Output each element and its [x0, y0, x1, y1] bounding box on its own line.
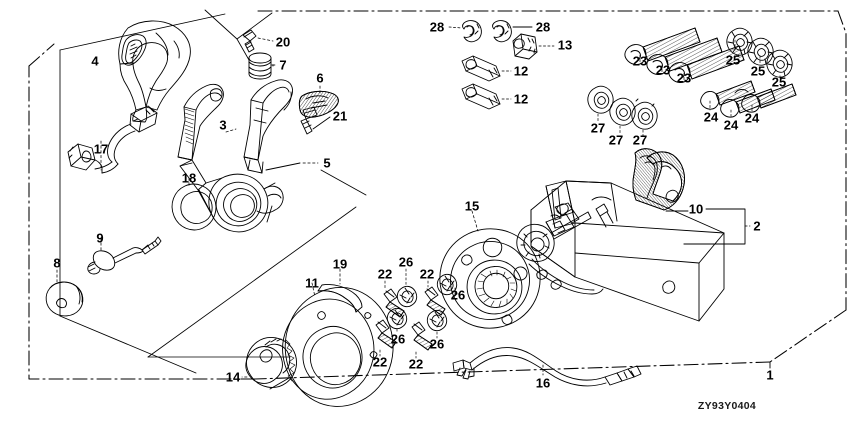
nut-26-b — [436, 273, 461, 296]
bolt-22-a — [383, 280, 405, 318]
part-8-cap-plug — [45, 269, 84, 317]
part-11-clutch-drum — [282, 282, 394, 407]
callout-15: 15 — [464, 198, 480, 214]
part-2-control-box-assembly — [516, 148, 751, 322]
callout-26-a: 26 — [398, 254, 414, 270]
callout-4: 4 — [91, 53, 99, 69]
bolt-22-c — [375, 319, 397, 357]
callout-25-b: 25 — [750, 63, 766, 79]
callout-21: 21 — [332, 108, 348, 124]
callout-22-d: 22 — [408, 356, 424, 372]
callout-3: 3 — [219, 117, 227, 133]
callout-11: 11 — [305, 275, 319, 291]
callout-20: 20 — [275, 34, 291, 50]
bolt-22-d — [411, 321, 433, 359]
callout-2: 2 — [753, 218, 761, 234]
callout-1: 1 — [766, 367, 774, 383]
part-25-flange-nuts — [726, 27, 793, 79]
part-6-friction-pad — [298, 85, 339, 118]
callout-7: 7 — [279, 57, 287, 73]
callout-8: 8 — [53, 255, 61, 271]
part-24-tapping-screws — [700, 80, 797, 119]
part-9-pivot-bolt — [87, 236, 162, 275]
callout-24-c: 24 — [744, 110, 760, 126]
fastener-cluster-22-26 — [375, 268, 461, 359]
callout-22-a: 22 — [377, 266, 393, 282]
callout-5: 5 — [323, 155, 331, 171]
callout-18: 18 — [181, 170, 197, 186]
nut-26-c — [386, 307, 408, 334]
part-20-screw — [242, 29, 274, 53]
part-21-screw — [300, 106, 331, 135]
callout-28-b: 28 — [535, 19, 551, 35]
nut-26-d — [426, 309, 448, 339]
callout-22-c: 22 — [372, 354, 388, 370]
callout-24-a: 24 — [703, 109, 719, 125]
callout-27-a: 27 — [590, 120, 606, 136]
callout-26-b: 26 — [450, 287, 466, 303]
callout-27-c: 27 — [632, 132, 648, 148]
callout-23-b: 23 — [655, 62, 671, 78]
part-13-grommet — [512, 33, 555, 60]
callout-27-b: 27 — [608, 132, 624, 148]
callout-10: 10 — [688, 201, 704, 217]
part-28-clips — [448, 20, 533, 43]
callout-28-a: 28 — [429, 19, 445, 35]
callout-12-b: 12 — [513, 91, 529, 107]
part-15-mount-plate — [439, 210, 541, 329]
callout-22-b: 22 — [419, 266, 435, 282]
group-boundary-outline — [28, 10, 847, 380]
part-5-throttle-arm — [243, 79, 319, 174]
callout-23-c: 23 — [676, 70, 692, 86]
callout-9: 9 — [96, 230, 104, 246]
callout-16: 16 — [535, 375, 551, 391]
part-12-cable-fittings — [461, 55, 512, 110]
callout-26-c: 26 — [390, 331, 406, 347]
part-10-shift-bracket — [632, 148, 685, 211]
part-3-throttle-lever — [177, 83, 284, 233]
part-14-knurled-retainer — [241, 337, 297, 390]
part-18-seal-ring — [171, 177, 217, 231]
callout-25-c: 25 — [771, 74, 787, 90]
callout-24-b: 24 — [723, 117, 739, 133]
callout-26-d: 26 — [429, 336, 445, 352]
part-23-screws — [624, 27, 745, 83]
inner-partition-lines — [59, 9, 367, 374]
callout-17: 17 — [93, 141, 109, 157]
part-16-battery-cable — [452, 347, 642, 387]
part-7-spring — [248, 52, 276, 80]
part-4-handle-grip — [118, 20, 191, 123]
part-17-switch-harness — [67, 105, 158, 174]
callout-23-a: 23 — [632, 53, 648, 69]
callout-12-a: 12 — [513, 63, 529, 79]
callout-14: 14 — [225, 369, 241, 385]
callout-6: 6 — [316, 70, 324, 86]
diagram-reference-code: ZY93Y0404 — [697, 400, 757, 412]
callout-19: 19 — [332, 256, 348, 272]
nut-26-a — [396, 268, 418, 308]
callout-13: 13 — [557, 37, 573, 53]
callout-25-a: 25 — [725, 52, 741, 68]
part-27-washers — [587, 85, 658, 137]
